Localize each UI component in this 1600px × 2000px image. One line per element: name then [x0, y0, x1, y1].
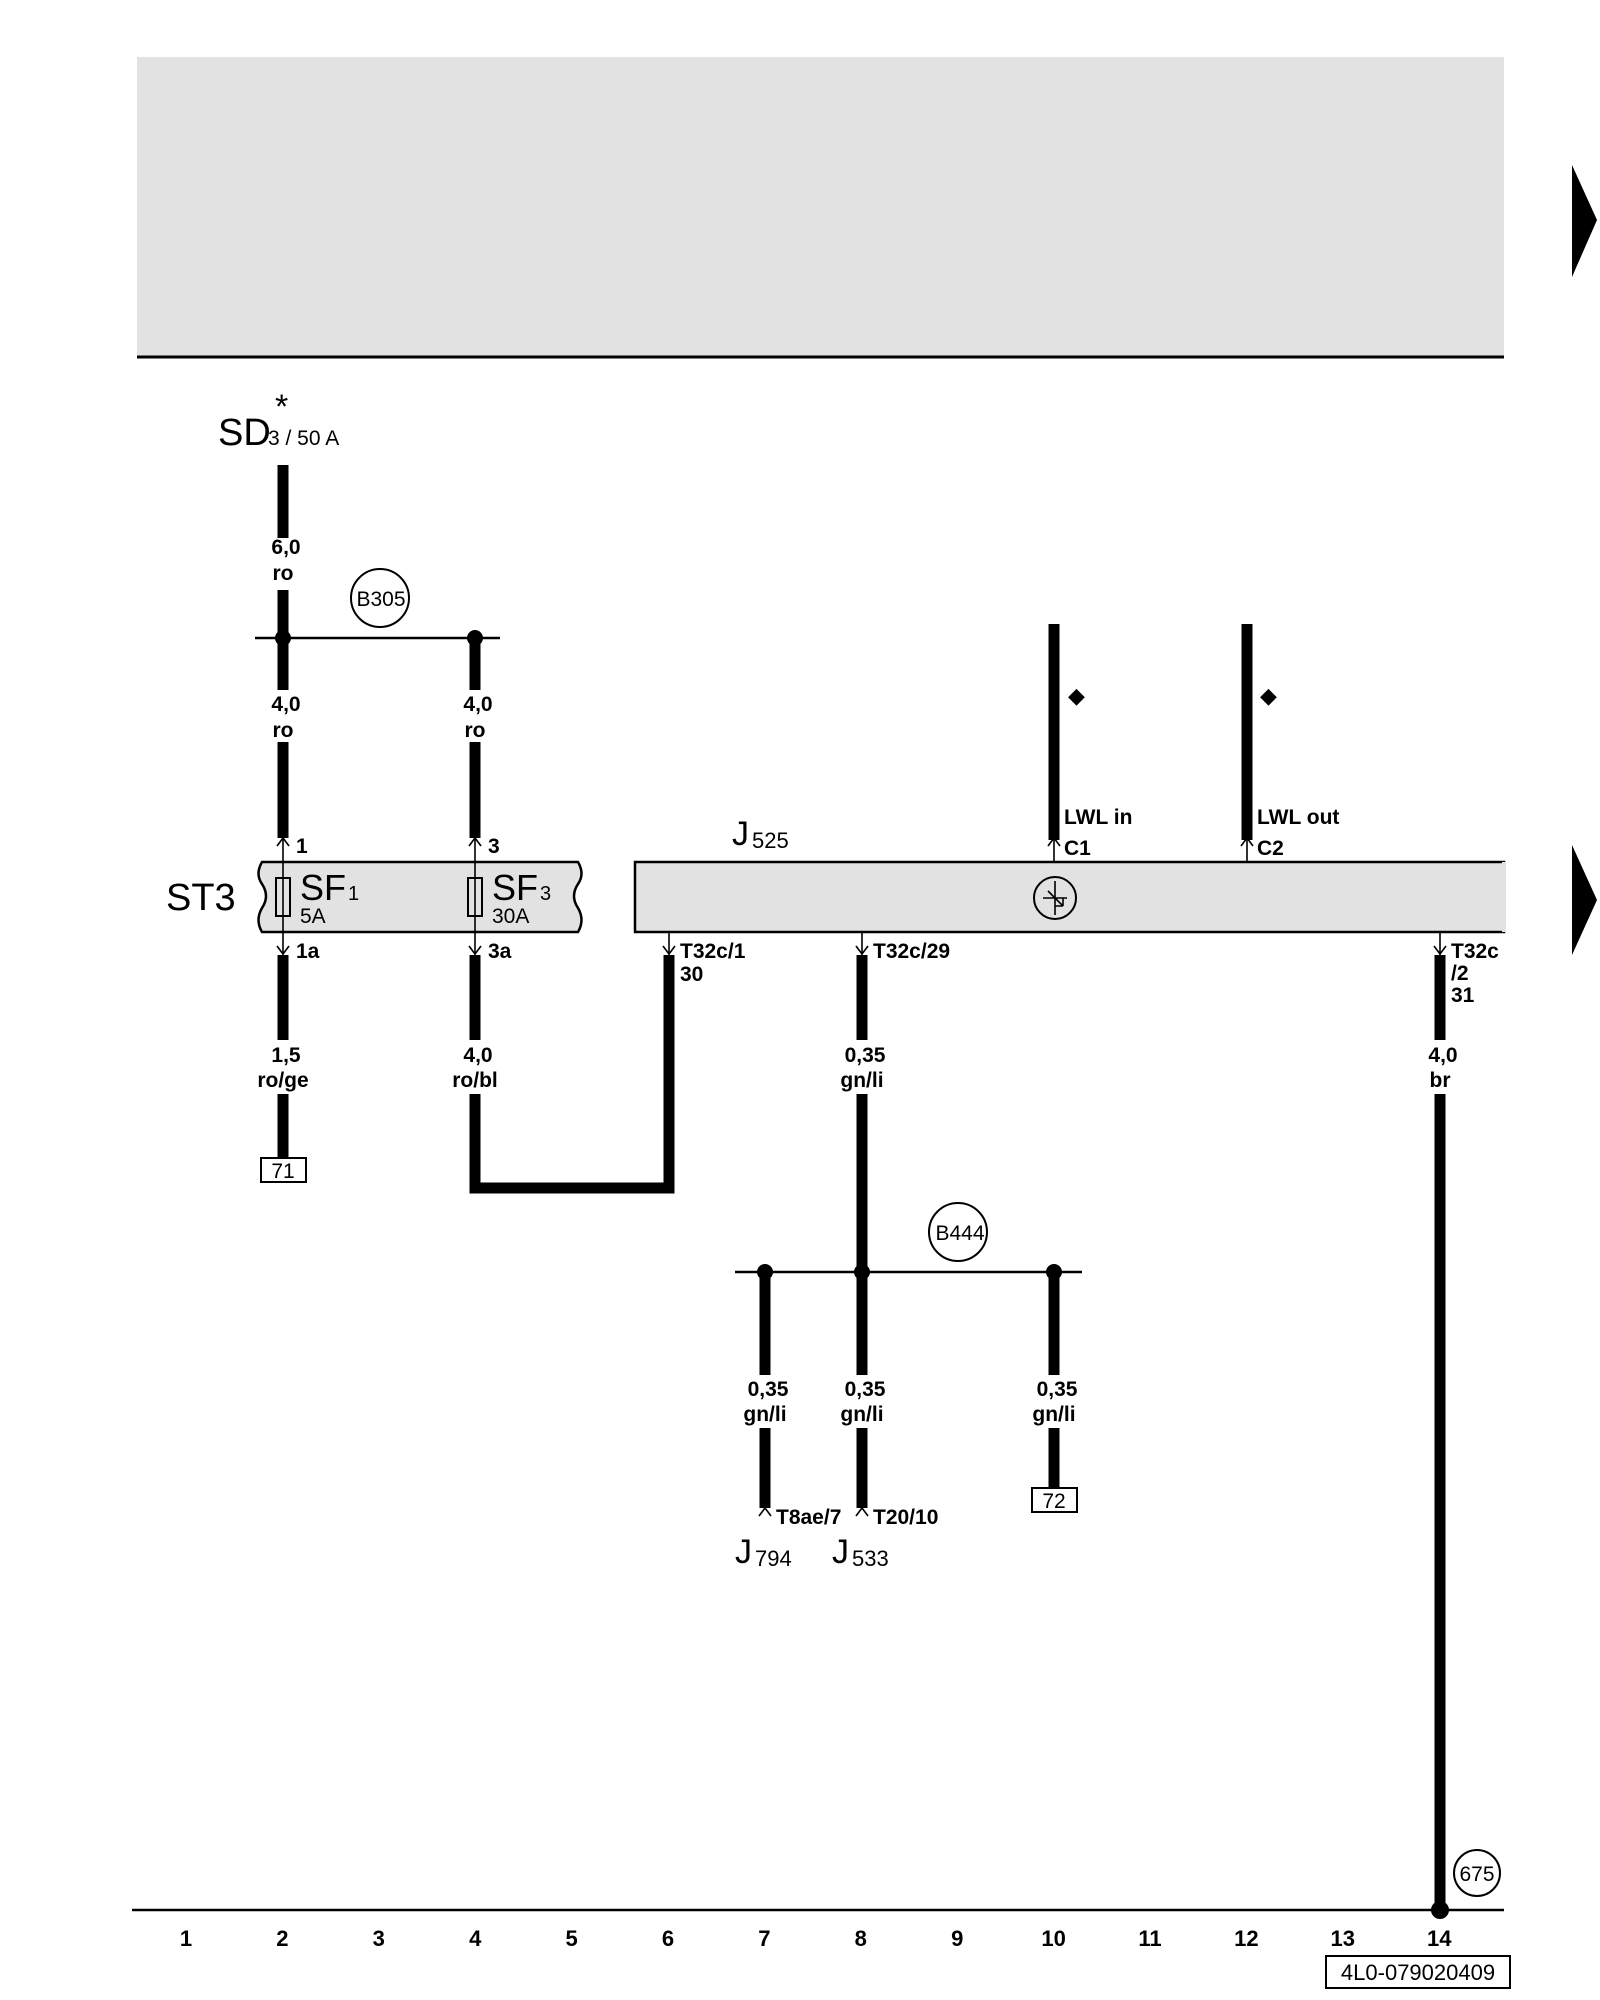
- ground-675-label: 675: [1459, 1863, 1494, 1886]
- fuse-sf3-sub: 3: [540, 883, 551, 905]
- wire-label-size: 4,0: [271, 693, 300, 716]
- track-number: 11: [1138, 1926, 1161, 1951]
- connector-arrow-icon: [758, 1506, 772, 1517]
- connector-arrow-icon: [662, 945, 676, 956]
- wire-label-size: 4,0: [463, 1044, 492, 1067]
- connector-arrow-icon: [468, 945, 482, 956]
- connector-arrow-icon: [855, 945, 869, 956]
- pin-t32c2-suffix: /2: [1451, 962, 1469, 985]
- wire-label-size: 0,35: [748, 1378, 789, 1401]
- wire-label-size: 0,35: [845, 1378, 886, 1401]
- supply-star: *: [275, 388, 288, 426]
- pin-label: 3: [488, 835, 500, 858]
- fuse-sf3-name: SF: [492, 867, 538, 908]
- connector-arrow-icon: [276, 945, 290, 956]
- optical-transceiver-icon-lines: [1043, 881, 1067, 915]
- component-j533-name: J: [832, 1533, 849, 1571]
- component-j794-name: J: [735, 1533, 752, 1571]
- track-number: 4: [469, 1926, 482, 1951]
- ref-label-71: 71: [271, 1160, 294, 1183]
- pin-t32c29-label: T32c/29: [873, 940, 950, 963]
- pin-lwl-out-label: LWL out: [1257, 806, 1339, 829]
- module-j525-body: [633, 860, 1506, 934]
- ref-label-72: 72: [1042, 1490, 1065, 1513]
- header-panel: [137, 57, 1504, 357]
- pin-lwl-in-label: LWL in: [1064, 806, 1132, 829]
- pin-t8ae7-label: T8ae/7: [776, 1506, 841, 1529]
- continuation-arrow-icon[interactable]: [1572, 165, 1597, 277]
- fuse-sf1-sub: 1: [348, 883, 359, 905]
- track-number: 7: [758, 1926, 770, 1951]
- splice-b305-label: B305: [356, 588, 405, 611]
- wire-label-color: gn/li: [840, 1403, 883, 1426]
- track-number: 3: [373, 1926, 385, 1951]
- shielded-diamond-icon: ◆: [1260, 683, 1277, 708]
- module-j525-sub: 525: [752, 828, 789, 853]
- wire-3a-j525-30: [469, 955, 675, 1194]
- pin-31-label: 31: [1451, 984, 1475, 1007]
- pin-t32c1-label: T32c/1: [680, 940, 746, 963]
- splice-b444: [928, 1202, 988, 1262]
- doc-number: 4L0-079020409: [1341, 1960, 1495, 1985]
- pin-t32c2-label: T32c: [1451, 940, 1499, 963]
- wire-label-color: br: [1430, 1069, 1451, 1092]
- supply-label: SD: [218, 412, 271, 454]
- fusebox-body: [257, 860, 583, 934]
- ref-box-71[interactable]: [260, 1157, 307, 1183]
- wire-label-size: 6,0: [271, 536, 300, 559]
- track-number: 5: [565, 1926, 577, 1951]
- doc-number-box: [1325, 1955, 1511, 1989]
- pin-c1-label: C1: [1064, 837, 1091, 860]
- track-number: 2: [276, 1926, 288, 1951]
- fuse-sf1-name: SF: [300, 867, 346, 908]
- wire-label-color: ro/bl: [452, 1069, 498, 1092]
- continuation-arrow-icon[interactable]: [1572, 845, 1597, 955]
- track-number: 8: [855, 1926, 867, 1951]
- fuse-sf3-rating: 30A: [492, 905, 529, 928]
- pin-label: 1a: [296, 940, 320, 963]
- wire-label-color: gn/li: [1032, 1403, 1075, 1426]
- connector-arrow-icon: [1240, 836, 1254, 847]
- wire-label-size: 4,0: [463, 693, 492, 716]
- wire-label-size: 1,5: [271, 1044, 301, 1067]
- fuse-sf1-rating: 5A: [300, 905, 326, 928]
- pin-label: 3a: [488, 940, 512, 963]
- optical-transceiver-icon: [1033, 876, 1077, 920]
- track-number: 12: [1234, 1926, 1258, 1951]
- module-j525-name: J: [732, 815, 749, 853]
- connector-arrow-icon: [1047, 836, 1061, 847]
- supply-sub: 3 / 50 A: [268, 427, 339, 450]
- track-number: 10: [1041, 1926, 1065, 1951]
- track-number: 13: [1331, 1926, 1355, 1951]
- wire-label-size: 0,35: [845, 1044, 886, 1067]
- wire-label-color: ro/ge: [257, 1069, 308, 1092]
- splice-b444-label: B444: [935, 1222, 984, 1245]
- ground-675: [1453, 1849, 1501, 1897]
- pin-t2010-label: T20/10: [873, 1506, 938, 1529]
- fusebox-label: ST3: [166, 877, 236, 919]
- track-number: 6: [662, 1926, 674, 1951]
- wire-label-size: 0,35: [1037, 1378, 1078, 1401]
- component-j533-sub: 533: [852, 1546, 889, 1571]
- wire-label-color: ro: [273, 562, 294, 585]
- pin-label: 1: [296, 835, 308, 858]
- ref-box-72[interactable]: [1031, 1487, 1078, 1513]
- track-number: 9: [951, 1926, 963, 1951]
- track-number: 1: [180, 1926, 192, 1951]
- wire-label-color: ro: [465, 719, 486, 742]
- wire-label-color: gn/li: [840, 1069, 883, 1092]
- wire-label-color: ro: [273, 719, 294, 742]
- track-number: 14: [1427, 1926, 1452, 1951]
- wire-label-color: gn/li: [743, 1403, 786, 1426]
- wire-label-size: 4,0: [1428, 1044, 1457, 1067]
- connector-arrow-icon: [1433, 945, 1447, 956]
- component-j794-sub: 794: [755, 1546, 792, 1571]
- pin-c2-label: C2: [1257, 837, 1284, 860]
- pin-30-label: 30: [680, 963, 703, 986]
- shielded-diamond-icon: ◆: [1068, 683, 1085, 708]
- connector-arrow-icon: [855, 1506, 869, 1517]
- splice-b305: [350, 568, 410, 628]
